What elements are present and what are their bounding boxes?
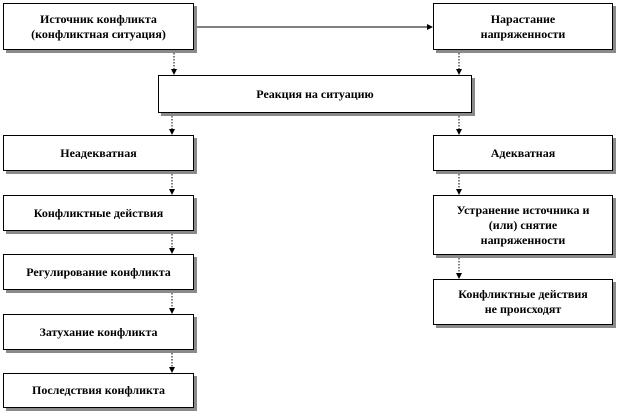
no-conflict-line-1: Конфликтные действия [458,287,588,301]
regulation-label: Регулирование конфликта [26,264,171,279]
consequences-label: Последствия конфликта [31,383,165,397]
tension-box: Нарастание напряженности [433,3,613,50]
no-conflict-line-2: не происходят [484,302,562,316]
elimination-line-1: Устранение источника и [456,202,590,217]
reaction-box: Реакция на ситуацию [158,75,472,113]
source-line-1: Источник конфликта [40,11,157,26]
source-line-2: (конфликтная ситуация) [31,26,166,41]
no-conflict-box: Конфликтные действия не происходят [433,279,613,325]
tension-line-2: напряженности [480,26,566,41]
inadequate-box: Неадекватная [3,135,194,171]
source-box: Источник конфликта (конфликтная ситуация… [3,3,194,50]
conflict-actions-label: Конфликтные действия [33,205,164,220]
elimination-line-2: (или) снятие [488,217,558,232]
consequences-box: Последствия конфликта [3,373,194,408]
conflict-actions-box: Конфликтные действия [3,195,194,231]
adequate-box: Адекватная [433,135,613,171]
elimination-line-3: напряженности [480,232,566,247]
fading-label: Затухание конфликта [39,324,158,339]
inadequate-label: Неадекватная [60,145,137,160]
tension-line-1: Нарастание [490,11,556,26]
adequate-label: Адекватная [490,145,556,160]
fading-box: Затухание конфликта [3,314,194,350]
regulation-box: Регулирование конфликта [3,254,194,290]
reaction-label: Реакция на ситуацию [256,86,374,101]
elimination-box: Устранение источника и (или) снятие напр… [433,195,613,255]
